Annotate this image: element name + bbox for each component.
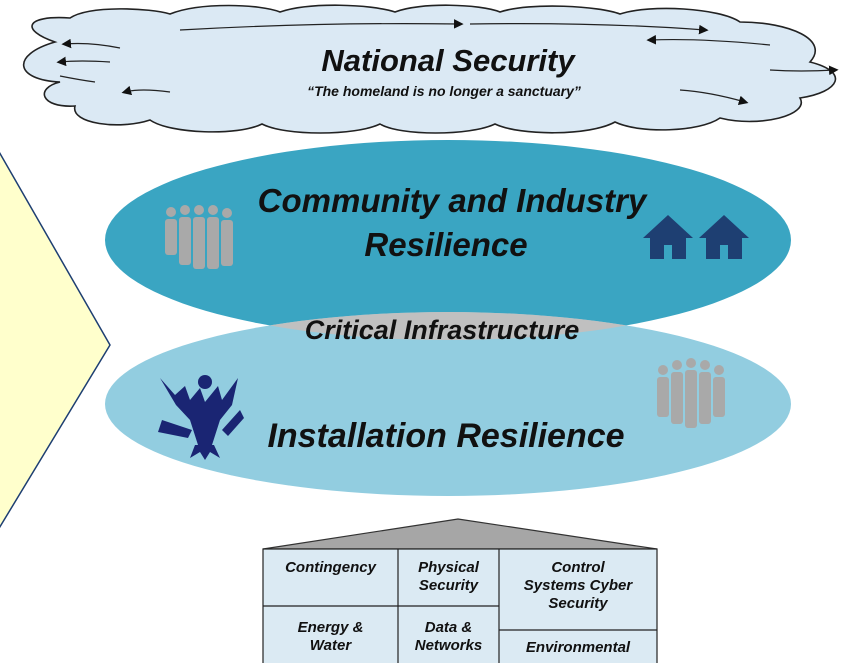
- table-cell-data-networks: Data & Networks: [414, 619, 483, 654]
- critical-infrastructure-label: Critical Infrastructure: [305, 315, 580, 345]
- people-icon: [165, 205, 233, 269]
- house-icon: [643, 215, 749, 259]
- community-label-line1: Community and Industry: [258, 182, 648, 219]
- table-cell-contingency: Contingency: [285, 559, 376, 576]
- eagle-seal-icon: [158, 375, 244, 460]
- capabilities-table: [262, 548, 658, 663]
- community-label-line2: Resilience: [364, 226, 527, 263]
- table-cell-physical-security: Physical Security: [418, 559, 479, 594]
- installation-resilience-ellipse: [105, 312, 791, 496]
- installation-resilience-label: Installation Resilience: [267, 417, 624, 455]
- yellow-chevron-arrow: [0, 151, 111, 529]
- cloud-title: National Security: [321, 43, 576, 78]
- people-icon: [657, 358, 725, 428]
- cloud-subtitle: “The homeland is no longer a sanctuary”: [307, 83, 581, 99]
- table-cell-control-systems-cyber-security: Control Systems Cyber Security: [523, 559, 633, 612]
- table-cell-environmental: Environmental: [525, 639, 631, 656]
- national-security-cloud: [22, 4, 839, 134]
- table-cell-energy-water: Energy & Water: [297, 619, 364, 654]
- community-resilience-ellipse: [105, 140, 791, 340]
- table-roof: [262, 518, 658, 550]
